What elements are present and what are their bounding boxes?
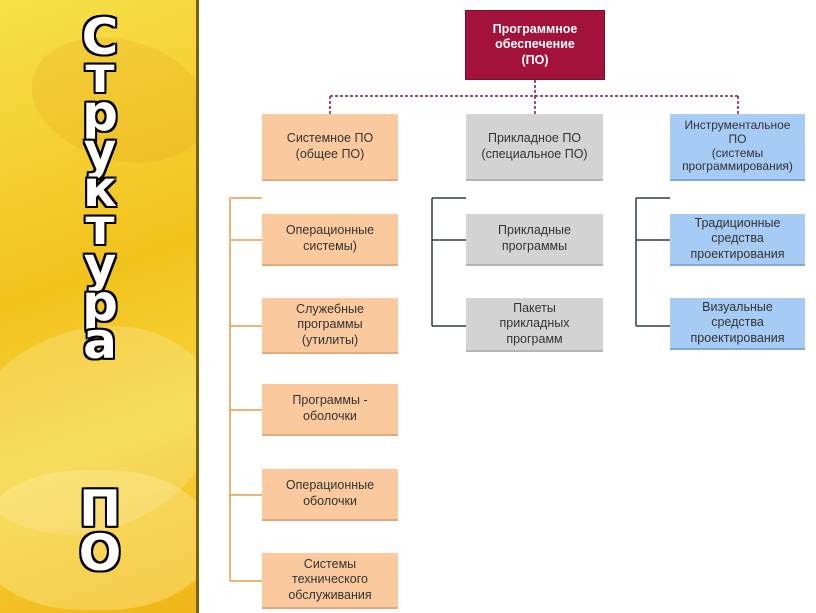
- node-application-packages: Пакеты прикладных программ: [466, 298, 603, 352]
- node-text: (системы: [711, 145, 764, 160]
- node-text: программирования): [682, 159, 793, 174]
- title-letter: р: [82, 274, 118, 332]
- node-utilities: Служебные программы (утилиты): [262, 298, 398, 354]
- node-text: средства: [711, 231, 764, 246]
- node-operating-systems: Операционные системы): [262, 214, 398, 266]
- node-text: (специальное ПО): [481, 146, 588, 161]
- title-letter: т: [85, 46, 115, 104]
- branch-header-applied-software: Прикладное ПО (специальное ПО): [466, 114, 603, 181]
- node-text: Операционные: [285, 478, 375, 493]
- node-text: Прикладные: [498, 223, 571, 238]
- node-text: обеспечение: [495, 37, 575, 52]
- decorative-swirl: [0, 470, 196, 610]
- node-text: ПО: [728, 131, 747, 146]
- node-text: (утилиты): [301, 332, 359, 347]
- node-operating-shells: Операционные оболочки: [262, 469, 398, 521]
- title-letter: а: [83, 312, 117, 370]
- title-sidebar: С т р у к т у р а П О: [0, 0, 196, 613]
- node-text: Программное: [492, 21, 578, 36]
- node-text: программы: [297, 317, 363, 332]
- title-letter: у: [83, 236, 117, 294]
- node-text: средства: [711, 315, 764, 330]
- title-letter: у: [83, 122, 117, 180]
- node-text: (ПО): [521, 52, 549, 67]
- sidebar-divider: [196, 0, 199, 613]
- node-text: Служебные: [296, 301, 364, 316]
- node-text: Инструментальное: [684, 117, 791, 132]
- node-text: проектирования: [690, 246, 785, 261]
- node-text: Пакеты: [513, 300, 556, 315]
- node-text: оболочки: [303, 494, 357, 508]
- node-text: прикладных: [499, 316, 570, 331]
- branch-header-instrumental-software: Инструментальное ПО (системы программиро…: [670, 114, 805, 181]
- node-text: (общее ПО): [295, 146, 365, 161]
- title-letter: О: [78, 524, 122, 582]
- node-text: Системное ПО: [286, 130, 374, 145]
- title-letter: р: [82, 84, 118, 142]
- node-text: Операционные: [285, 223, 375, 238]
- node-shell-programs: Программы - оболочки: [262, 384, 398, 436]
- node-text: технического: [292, 572, 368, 587]
- title-letter: к: [83, 160, 117, 218]
- node-text: Программы -: [292, 393, 368, 408]
- node-text: оболочки: [303, 409, 357, 423]
- node-traditional-design-tools: Традиционные средства проектирования: [670, 214, 805, 266]
- node-text: системы): [303, 239, 357, 253]
- node-applied-programs: Прикладные программы: [466, 214, 603, 266]
- title-letter: П: [79, 480, 121, 538]
- node-text: Традиционные: [694, 215, 781, 230]
- node-text: Системы: [303, 556, 357, 571]
- node-text: Прикладное ПО: [487, 130, 582, 145]
- node-text: проектирования: [690, 330, 785, 345]
- node-maintenance-systems: Системы технического обслуживания: [262, 553, 398, 609]
- title-letter: т: [85, 198, 115, 256]
- node-text: Визуальные: [702, 299, 773, 314]
- node-text: программы: [501, 239, 568, 253]
- node-text: программ: [506, 331, 563, 346]
- node-visual-design-tools: Визуальные средства проектирования: [670, 298, 805, 350]
- node-text: обслуживания: [288, 587, 372, 602]
- root-node: Программное обеспечение (ПО): [465, 10, 605, 80]
- title-letter: С: [81, 8, 119, 66]
- branch-header-system-software: Системное ПО (общее ПО): [262, 114, 398, 181]
